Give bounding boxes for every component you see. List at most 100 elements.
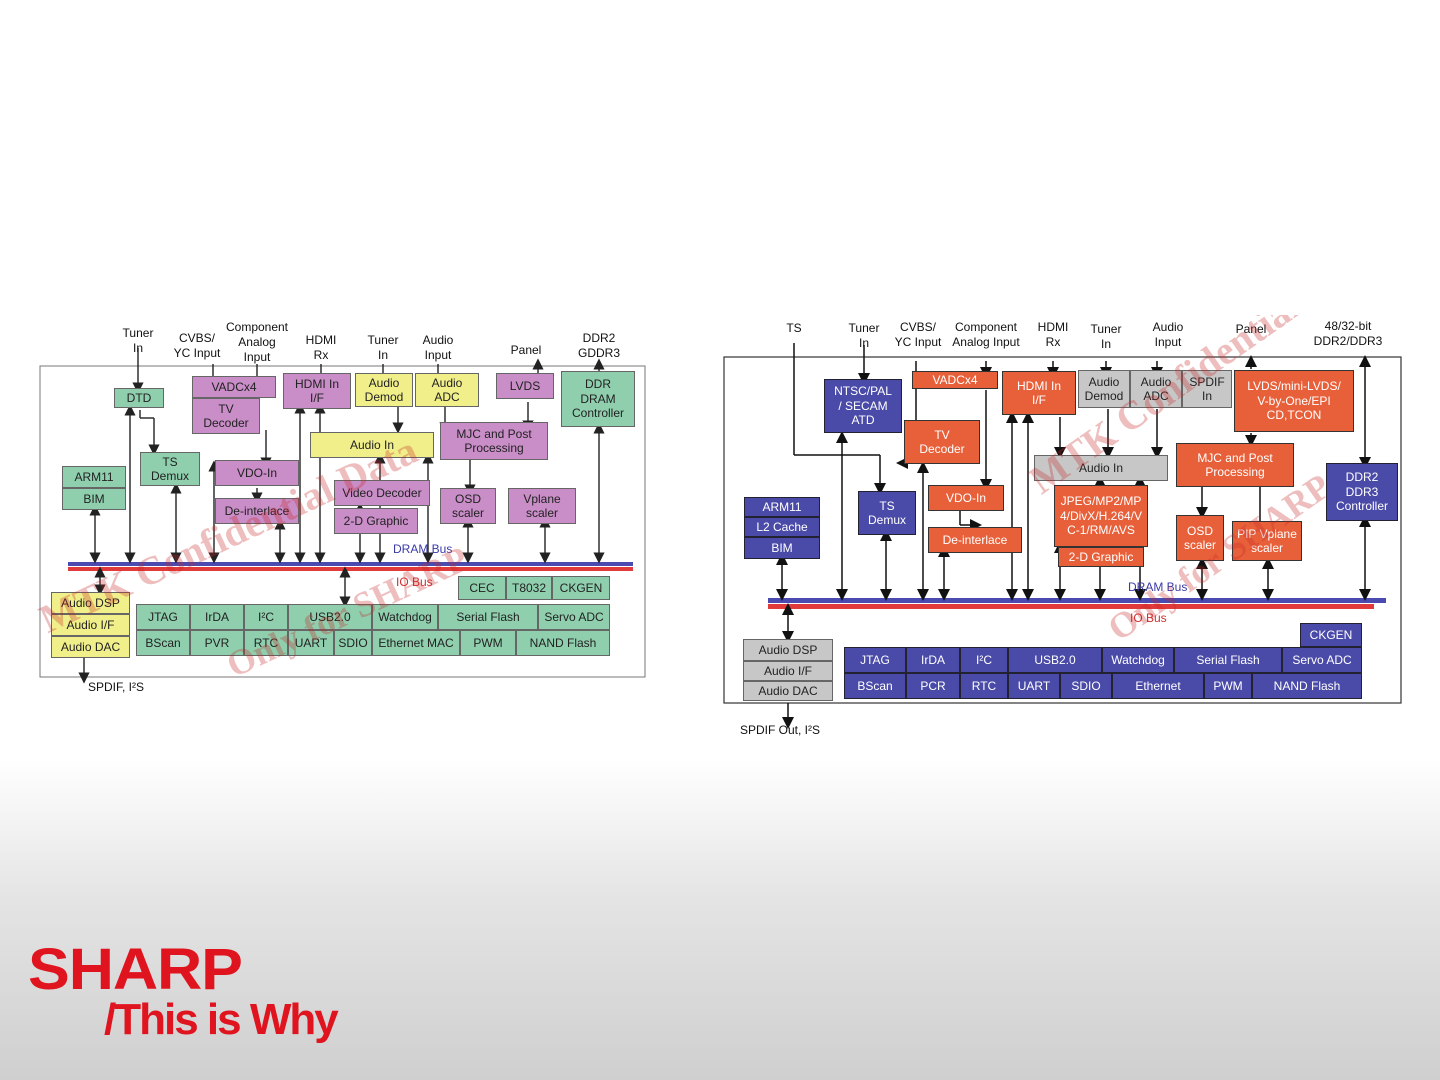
left-io-bus-label: IO Bus bbox=[396, 575, 433, 589]
left-dram-bus-line bbox=[68, 562, 633, 566]
left-usb-block: USB2.0 bbox=[288, 604, 372, 630]
left-ckgen-block: CKGEN bbox=[552, 576, 610, 600]
left-audio-adc-block: Audio ADC bbox=[415, 373, 479, 407]
left-nand-block: NAND Flash bbox=[516, 630, 610, 656]
left-input-hdmi: HDMI Rx bbox=[305, 333, 337, 362]
left-tv-decoder-block: TV Decoder bbox=[192, 398, 260, 434]
right-irda-block: IrDA bbox=[906, 647, 960, 673]
left-watchdog-block: Watchdog bbox=[372, 604, 438, 630]
right-input-audio: Audio Input bbox=[1152, 320, 1184, 349]
left-dram-bus-label: DRAM Bus bbox=[393, 542, 453, 556]
left-input-component: Component Analog Input bbox=[225, 320, 289, 364]
right-bscan-block: BScan bbox=[844, 673, 906, 699]
right-frame bbox=[723, 356, 1402, 704]
left-i2c-block: I²C bbox=[244, 604, 288, 630]
right-pwm-block: PWM bbox=[1204, 673, 1252, 699]
right-ddr-controller-block: DDR2 DDR3 Controller bbox=[1326, 463, 1398, 521]
right-arm11-block: ARM11 bbox=[744, 497, 820, 517]
right-mjc-block: MJC and Post Processing bbox=[1176, 443, 1294, 487]
right-io-bus-label: IO Bus bbox=[1130, 611, 1167, 625]
right-hdmi-if-block: HDMI In I/F bbox=[1002, 371, 1076, 415]
right-nand-block: NAND Flash bbox=[1252, 673, 1362, 699]
left-output-label: SPDIF, I²S bbox=[88, 680, 145, 694]
right-input-hdmi: HDMI Rx bbox=[1037, 320, 1069, 349]
left-audio-dac-block: Audio DAC bbox=[51, 636, 130, 658]
right-video-decoder-block: JPEG/MP2/MP 4/DivX/H.264/V C-1/RM/AVS bbox=[1054, 485, 1148, 547]
left-ethernet-block: Ethernet MAC bbox=[372, 630, 460, 656]
left-audio-if-block: Audio I/F bbox=[51, 614, 130, 636]
left-uart-block: UART bbox=[288, 630, 334, 656]
right-lvds-block: LVDS/mini-LVDS/ V-by-One/EPI CD,TCON bbox=[1234, 370, 1354, 432]
left-pwm-block: PWM bbox=[460, 630, 516, 656]
right-2d-graphic-block: 2-D Graphic bbox=[1058, 547, 1144, 567]
left-input-ddr: DDR2 GDDR3 bbox=[577, 331, 621, 360]
right-jtag-block: JTAG bbox=[844, 647, 906, 673]
right-tv-decoder-block: TV Decoder bbox=[904, 420, 980, 464]
left-audio-demod-block: Audio Demod bbox=[355, 373, 413, 407]
right-audio-if-block: Audio I/F bbox=[743, 661, 833, 681]
left-input-cvbs: CVBS/ YC Input bbox=[173, 331, 221, 360]
left-serial-flash-block: Serial Flash bbox=[438, 604, 538, 630]
left-jtag-block: JTAG bbox=[136, 604, 190, 630]
sharp-tagline: /This is Why bbox=[104, 995, 339, 1044]
right-ntsc-atd-block: NTSC/PAL / SECAM ATD bbox=[824, 379, 902, 433]
right-ts-demux-block: TS Demux bbox=[858, 491, 916, 535]
left-vplane-scaler-block: Vplane scaler bbox=[508, 488, 576, 524]
left-pvr-block: PVR bbox=[190, 630, 244, 656]
left-dtd-block: DTD bbox=[114, 388, 164, 408]
right-audio-dsp-block: Audio DSP bbox=[743, 639, 833, 661]
left-vadc-block: VADCx4 bbox=[192, 376, 276, 398]
right-audio-adc-block: Audio ADC bbox=[1130, 370, 1182, 408]
left-lvds-block: LVDS bbox=[496, 373, 554, 399]
right-spdif-in-block: SPDIF In bbox=[1182, 370, 1232, 408]
left-arm11-block: ARM11 bbox=[62, 466, 126, 488]
right-deinterlace-block: De-interlace bbox=[928, 527, 1022, 553]
right-ckgen-block: CKGEN bbox=[1300, 623, 1362, 647]
left-video-decoder-block: Video Decoder bbox=[334, 480, 430, 506]
right-input-ddr: 48/32-bit DDR2/DDR3 bbox=[1313, 319, 1383, 348]
left-io-bus-line bbox=[68, 567, 633, 571]
left-hdmi-if-block: HDMI In I/F bbox=[283, 373, 351, 409]
right-io-bus-line bbox=[768, 604, 1374, 609]
left-input-panel: Panel bbox=[510, 343, 542, 357]
right-input-tuner-2: Tuner In bbox=[1090, 322, 1122, 351]
right-serial-flash-block: Serial Flash bbox=[1174, 647, 1282, 673]
sharp-logo: SHARP bbox=[28, 937, 243, 1002]
left-vdo-in-block: VDO-In bbox=[215, 460, 299, 486]
right-vdo-in-block: VDO-In bbox=[928, 485, 1004, 511]
right-block-diagram: TS Tuner In CVBS/ YC Input Component Ana… bbox=[720, 315, 1410, 745]
left-rtc-block: RTC bbox=[244, 630, 288, 656]
right-input-component: Component Analog Input bbox=[952, 320, 1020, 349]
right-dram-bus-line bbox=[768, 598, 1386, 603]
left-bscan-block: BScan bbox=[136, 630, 190, 656]
right-bim-block: BIM bbox=[744, 537, 820, 559]
left-2d-graphic-block: 2-D Graphic bbox=[334, 508, 418, 534]
right-uart-block: UART bbox=[1008, 673, 1060, 699]
right-dram-bus-label: DRAM Bus bbox=[1128, 580, 1188, 594]
right-osd-scaler-block: OSD scaler bbox=[1176, 515, 1224, 561]
right-audio-dac-block: Audio DAC bbox=[743, 681, 833, 701]
left-cec-block: CEC bbox=[458, 576, 506, 600]
right-diagram-wiring bbox=[723, 343, 1402, 729]
left-sdio-block: SDIO bbox=[334, 630, 372, 656]
right-vadc-block: VADCx4 bbox=[912, 371, 998, 389]
left-t8032-block: T8032 bbox=[506, 576, 552, 600]
right-servo-adc-block: Servo ADC bbox=[1282, 647, 1362, 673]
right-sdio-block: SDIO bbox=[1060, 673, 1112, 699]
left-osd-scaler-block: OSD scaler bbox=[440, 488, 496, 524]
right-rtc-block: RTC bbox=[960, 673, 1008, 699]
left-audio-in-block: Audio In bbox=[310, 432, 434, 458]
left-input-audio: Audio Input bbox=[422, 333, 454, 362]
right-audio-demod-block: Audio Demod bbox=[1078, 370, 1130, 408]
right-ethernet-block: Ethernet bbox=[1112, 673, 1204, 699]
right-i2c-block: I²C bbox=[960, 647, 1008, 673]
right-input-cvbs: CVBS/ YC Input bbox=[894, 320, 942, 349]
left-input-tuner-2: Tuner In bbox=[367, 333, 399, 362]
right-pip-vplane-block: PIP Vplane scaler bbox=[1232, 521, 1302, 561]
right-audio-in-block: Audio In bbox=[1034, 455, 1168, 481]
left-irda-block: IrDA bbox=[190, 604, 244, 630]
right-usb-block: USB2.0 bbox=[1008, 647, 1102, 673]
left-block-diagram: Tuner In CVBS/ YC Input Component Analog… bbox=[30, 318, 650, 698]
right-input-ts: TS bbox=[786, 321, 802, 335]
left-mjc-block: MJC and Post Processing bbox=[440, 422, 548, 460]
